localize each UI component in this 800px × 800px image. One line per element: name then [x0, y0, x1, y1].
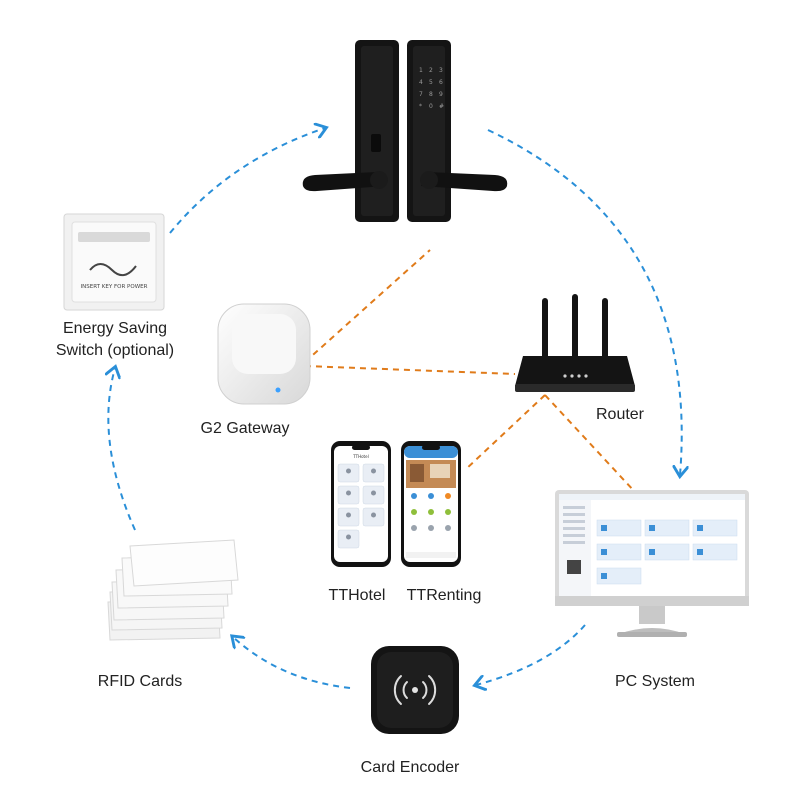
svg-text:0: 0 — [429, 103, 433, 110]
card-encoder-icon — [371, 646, 459, 734]
router-icon — [515, 294, 635, 392]
link-gateway-router — [304, 365, 516, 375]
svg-text:6: 6 — [439, 79, 443, 86]
svg-text:8: 8 — [429, 91, 433, 98]
arrow-lock-to-pc — [487, 129, 682, 475]
ttrenting-label: TTRenting — [406, 587, 482, 604]
svg-text:*: * — [419, 103, 422, 110]
energy-switch-label: Energy Saving Switch (optional) — [55, 320, 175, 359]
rfid-cards-label: RFID Cards — [97, 673, 183, 690]
rfid-cards-icon — [107, 539, 239, 641]
svg-text:4: 4 — [419, 79, 423, 86]
svg-text:2: 2 — [429, 67, 433, 74]
g2-gateway-label: G2 Gateway — [200, 420, 290, 437]
switch-caption: INSERT KEY FOR POWER — [81, 284, 148, 290]
arrow-cards-to-switch — [108, 368, 136, 531]
svg-text:9: 9 — [439, 91, 443, 98]
arrow-switch-to-lock — [169, 128, 325, 234]
svg-text:5: 5 — [429, 79, 433, 86]
svg-text:1: 1 — [419, 67, 423, 74]
ttrenting-phone — [400, 440, 462, 568]
g2-gateway-icon — [217, 303, 311, 405]
tthotel-label: TTHotel — [328, 587, 386, 604]
tthotel-phone-title: TTHotel — [352, 454, 368, 459]
svg-text:7: 7 — [419, 91, 423, 98]
card-encoder-label: Card Encoder — [360, 759, 460, 776]
svg-text:3: 3 — [439, 67, 443, 74]
pc-system-label: PC System — [614, 673, 695, 690]
arrow-encoder-to-cards — [233, 637, 351, 689]
tthotel-phone: TTHotel — [330, 440, 392, 568]
router-label: Router — [595, 406, 645, 423]
monitor-icon — [555, 490, 749, 637]
link-gateway-lock — [304, 249, 431, 363]
link-router-phones — [464, 394, 546, 471]
link-router-pc — [544, 394, 636, 493]
arrow-pc-to-encoder — [476, 624, 586, 685]
energy-saving-switch-icon: INSERT KEY FOR POWER — [63, 213, 165, 311]
svg-text:#: # — [439, 103, 444, 110]
